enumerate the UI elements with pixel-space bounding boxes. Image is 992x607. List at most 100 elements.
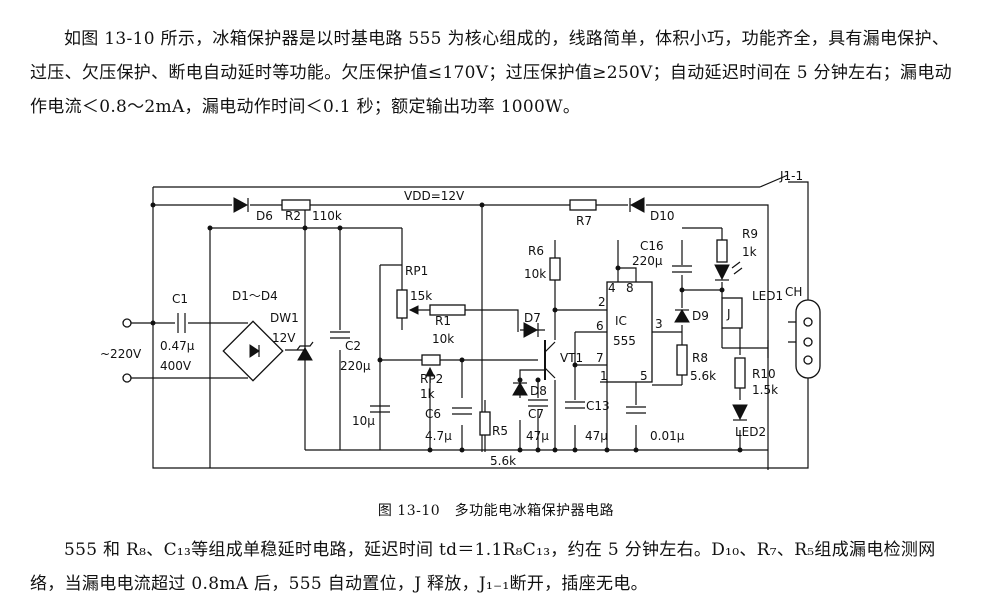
resistor-r1 (429, 304, 466, 316)
label-c16: C16 (640, 239, 664, 253)
label-rp1: RP1 (405, 264, 428, 278)
label-r10-val: 1.5k (752, 383, 778, 397)
label-c6: C6 (425, 407, 441, 421)
label-pin4: 4 (608, 281, 616, 295)
capacitor-c7 (528, 399, 548, 407)
resistor-r8 (676, 344, 688, 376)
capacitor-10u (370, 405, 390, 413)
label-c6-val: 4.7μ (425, 429, 452, 443)
label-r2: R2 (285, 209, 301, 223)
label-c1-volt: 400V (160, 359, 192, 373)
label-c7: C7 (528, 407, 544, 421)
label-c1: C1 (172, 292, 188, 306)
label-rp2-val: 1k (420, 387, 435, 401)
junction-dots (150, 202, 743, 453)
power-socket-ch (795, 299, 821, 379)
label-pin5: 5 (640, 369, 648, 383)
label-dw1-val: 12V (272, 331, 296, 345)
label-c7-val: 47μ (526, 429, 549, 443)
label-d8: D8 (530, 384, 547, 398)
resistor-r7 (569, 199, 597, 211)
capacitor-0-01u (626, 406, 646, 414)
label-dw1: DW1 (270, 311, 299, 325)
label-ic-num: 555 (613, 334, 636, 348)
label-d7: D7 (524, 311, 541, 325)
ic-555 (606, 281, 653, 383)
capacitor-c16 (672, 265, 692, 273)
label-pin8: 8 (626, 281, 634, 295)
label-pin7: 7 (596, 351, 604, 365)
label-led1: LED1 (752, 289, 783, 303)
label-c16-val: 220μ (632, 254, 663, 268)
label-pin2: 2 (598, 295, 606, 309)
diode-d7 (523, 322, 539, 338)
diode-d8 (512, 382, 528, 396)
label-pin1: 1 (600, 369, 608, 383)
component-labels: VDD=12V J1-1 D6 R2 110k R7 D10 C1 0.47μ … (100, 169, 803, 468)
diode-d6 (233, 197, 249, 213)
label-d6: D6 (256, 209, 273, 223)
capacitor-c1 (177, 313, 186, 333)
intro-paragraph: 如图 13-10 所示，冰箱保护器是以时基电路 555 为核心组成的，线路简单，… (30, 29, 952, 117)
diode-d9 (674, 309, 690, 323)
label-vdd: VDD=12V (404, 189, 465, 203)
ac-input-terminal-2 (122, 373, 132, 383)
label-r10: R10 (752, 367, 776, 381)
label-j1-1: J1-1 (779, 169, 803, 183)
label-c2-val: 220μ (340, 359, 371, 373)
label-c-001: 0.01μ (650, 429, 685, 443)
label-pin6: 6 (596, 319, 604, 333)
capacitor-c13 (565, 401, 585, 409)
label-r6: R6 (528, 244, 544, 258)
label-r8: R8 (692, 351, 708, 365)
label-r1-val: 10k (432, 332, 454, 346)
diode-d10 (629, 197, 645, 213)
label-pin3: 3 (655, 317, 663, 331)
label-r2-val: 110k (312, 209, 342, 223)
capacitor-c2 (330, 331, 350, 339)
label-c13-val: 47μ (585, 429, 608, 443)
label-j: J (726, 307, 731, 321)
label-r1: R1 (435, 314, 451, 328)
label-c10-val: 10μ (352, 414, 375, 428)
resistor-r2 (281, 199, 311, 211)
label-ic: IC (615, 314, 627, 328)
label-r7: R7 (576, 214, 592, 228)
led-led1 (714, 261, 743, 281)
label-c2: C2 (345, 339, 361, 353)
potentiometer-rp2 (421, 354, 441, 377)
label-c1-val: 0.47μ (160, 339, 195, 353)
ac-input-terminal-1 (122, 318, 132, 328)
resistor-r10 (734, 357, 746, 389)
relay-contact-j1-1 (759, 174, 789, 188)
label-r9: R9 (742, 227, 758, 241)
label-rp2: RP2 (420, 372, 443, 386)
circuit-wires (130, 181, 809, 470)
resistor-r5 (479, 411, 491, 436)
label-led2: LED2 (735, 425, 766, 439)
capacitor-c6 (452, 407, 472, 415)
label-r5: R5 (492, 424, 508, 438)
bridge-rectifier-d1-d4 (222, 320, 284, 382)
label-r8-val: 5.6k (690, 369, 716, 383)
label-r9-val: 1k (742, 245, 757, 259)
potentiometer-rp1 (396, 289, 419, 319)
label-rp1-val: 15k (410, 289, 432, 303)
label-r6-val: 10k (524, 267, 546, 281)
label-ch: CH (785, 285, 802, 299)
led-led2 (732, 404, 748, 421)
label-d9: D9 (692, 309, 709, 323)
resistor-r6 (549, 257, 561, 281)
relay-j (721, 297, 743, 329)
label-ac-in: ~220V (100, 347, 142, 361)
resistor-r9 (716, 239, 728, 263)
explanation-paragraph: 555 和 R₈、C₁₃等组成单稳延时电路，延迟时间 td＝1.1R₈C₁₃，约… (30, 540, 936, 594)
label-d10: D10 (650, 209, 675, 223)
label-r5-val: 5.6k (490, 454, 516, 468)
figure-caption: 图 13-10 多功能电冰箱保护器电路 (377, 503, 615, 519)
transistor-vt1 (544, 340, 556, 380)
label-d1-d4: D1～D4 (232, 289, 278, 303)
label-vt1: VT1 (560, 351, 583, 365)
label-c13: C13 (586, 399, 610, 413)
